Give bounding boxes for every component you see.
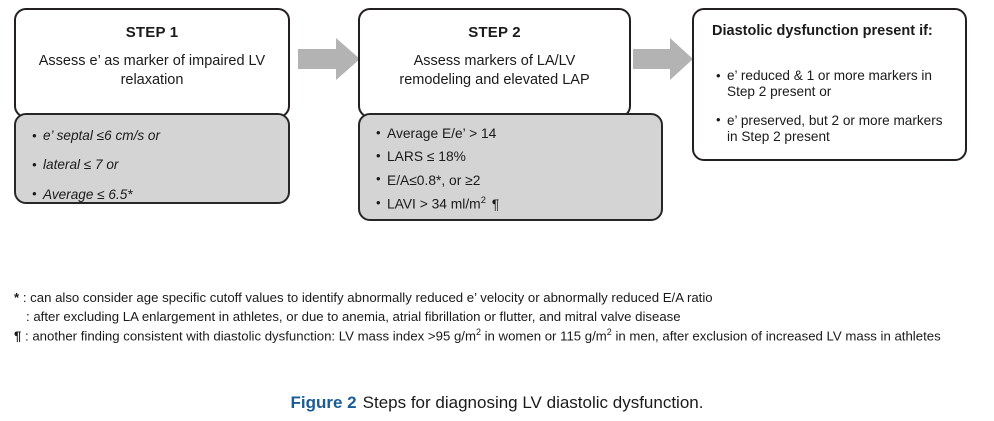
footnote-pilcrow-sup2: 2 — [606, 327, 612, 338]
list-item: LARS ≤ 18% — [376, 148, 649, 165]
step2-description: Assess markers of LA/LV remodeling and e… — [399, 53, 590, 88]
lavi-text: LAVI > 34 ml/m — [387, 196, 481, 212]
footnote-second-text: : after excluding LA enlargement in athl… — [26, 309, 681, 325]
arrow-step1-to-step2 — [298, 38, 360, 80]
footnote-pilcrow: ¶ : another finding consistent with dias… — [14, 326, 980, 346]
footnotes: * : can also consider age specific cutof… — [14, 288, 980, 346]
footnote-asterisk-text: : can also consider age specific cutoff … — [22, 290, 713, 305]
list-item: e’ septal ≤6 cm/s or — [32, 127, 276, 144]
lavi-footnote-mark: ¶ — [491, 196, 500, 212]
figure-caption: Figure 2 Steps for diagnosing LV diastoli… — [0, 393, 994, 413]
footnote-pilcrow-mark: ¶ — [14, 328, 22, 344]
figure-caption-text: Steps for diagnosing LV diastolic dysfun… — [362, 393, 704, 412]
list-item: e’ reduced & 1 or more markers in Step 2… — [716, 68, 951, 101]
footnote-pilcrow-text3: in men, after exclusion of increased LV … — [611, 328, 941, 344]
result-title: Diastolic dysfunction present if: — [712, 23, 933, 39]
list-item: LAVI > 34 ml/m2 ¶ — [376, 195, 649, 213]
step2-title: STEP 2 — [468, 24, 521, 41]
footnote-pilcrow-text2: in women or 115 g/m — [480, 328, 607, 344]
result-criteria-list: e’ reduced & 1 or more markers in Step 2… — [716, 68, 951, 157]
arrow-step2-to-result — [633, 38, 693, 80]
footnote-asterisk-mark: * — [14, 290, 20, 305]
step2-header-box: STEP 2 Assess markers of LA/LV remodelin… — [358, 8, 631, 118]
list-item: Average E/e’ > 14 — [376, 124, 649, 142]
step1-criteria-box: e’ septal ≤6 cm/s or lateral ≤ 7 or Aver… — [14, 113, 290, 204]
footnote-pilcrow-sup1: 2 — [475, 327, 481, 338]
list-item: Average ≤ 6.5* — [32, 186, 276, 203]
footnote-second: : after excluding LA enlargement in athl… — [14, 307, 980, 326]
result-box: Diastolic dysfunction present if: e’ red… — [692, 8, 967, 161]
step1-criteria-list: e’ septal ≤6 cm/s or lateral ≤ 7 or Aver… — [32, 127, 276, 216]
step1-header-box: STEP 1 Assess e’ as marker of impaired L… — [14, 8, 290, 118]
list-item: E/A≤0.8*, or ≥2 — [376, 171, 649, 189]
figure-label: Figure 2 — [290, 393, 357, 412]
list-item: e’ preserved, but 2 or more markers in S… — [716, 112, 951, 146]
lavi-superscript: 2 — [480, 195, 486, 206]
step2-criteria-box: Average E/e’ > 14 LARS ≤ 18% E/A≤0.8*, o… — [358, 113, 663, 221]
list-item: lateral ≤ 7 or — [32, 157, 276, 173]
step1-title: STEP 1 — [125, 24, 179, 41]
step1-description: Assess e’ as marker of impaired LV relax… — [38, 53, 266, 88]
step2-criteria-list: Average E/e’ > 14 LARS ≤ 18% E/A≤0.8*, o… — [376, 124, 649, 219]
footnote-pilcrow-text: : another finding consistent with diasto… — [25, 328, 476, 344]
footnote-asterisk: * : can also consider age specific cutof… — [14, 288, 980, 307]
